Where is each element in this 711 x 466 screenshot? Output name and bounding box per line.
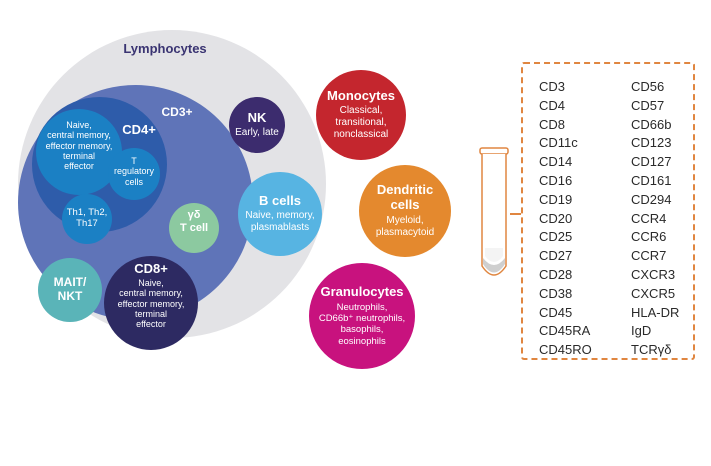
granulocytes-circle: Granulocytes Neutrophils, CD66b⁺ neutrop… xyxy=(309,263,415,369)
marker-item: CD57 xyxy=(631,97,665,113)
treg-circle xyxy=(108,148,160,200)
marker-item: CD294 xyxy=(631,191,672,207)
mait-nkt-label: MAIT/ NKT xyxy=(53,275,87,303)
granulocytes-label: Granulocytes xyxy=(320,283,404,299)
marker-item: CD45 xyxy=(539,304,573,320)
marker-item: CD4 xyxy=(539,97,566,113)
cd4-subsets-text: Naive, central memory, effector memory, … xyxy=(45,120,113,172)
marker-item: CD56 xyxy=(631,79,665,94)
marker-item: CD27 xyxy=(539,248,573,264)
marker-item: TCRγδ xyxy=(631,342,672,358)
mait-nkt-circle xyxy=(38,258,102,322)
marker-item: CD161 xyxy=(631,172,672,188)
marker-item: CCR4 xyxy=(631,210,667,226)
cd4-label: CD4+ xyxy=(122,122,156,137)
marker-item: CD14 xyxy=(539,154,573,170)
marker-item: CD25 xyxy=(539,229,573,245)
marker-item: CD45RA xyxy=(539,323,591,339)
marker-item: CD16 xyxy=(539,172,573,188)
marker-item: CCR7 xyxy=(631,248,667,264)
marker-item: CD123 xyxy=(631,135,672,151)
lymphocytes-title: Lymphocytes xyxy=(123,41,207,56)
marker-item: CXCR3 xyxy=(631,266,676,282)
marker-item: CD38 xyxy=(539,285,573,301)
marker-item: CD127 xyxy=(631,154,672,170)
marker-item: CD11c xyxy=(539,135,578,151)
monocytes-circle: Monocytes Classical, transitional, noncl… xyxy=(316,70,406,160)
cd8-label: CD8+ xyxy=(134,261,168,276)
marker-item: CD45RO xyxy=(539,342,592,358)
marker-item: CD8 xyxy=(539,116,566,132)
dendritic-cells-circle: Dendritic cells Myeloid, plasmacytoid xyxy=(359,165,451,257)
marker-item: CD28 xyxy=(539,266,573,282)
cd8-circle xyxy=(104,256,198,350)
th-circle xyxy=(62,194,112,244)
treg-label: T regulatory cells xyxy=(113,156,155,187)
nk-label: NK xyxy=(247,109,267,125)
b-cells-label: B cells xyxy=(259,192,301,208)
granulocytes-subtitle: Neutrophils, CD66b⁺ neutrophils, basophi… xyxy=(318,301,406,347)
nk-circle: NK Early, late xyxy=(229,97,285,153)
marker-item: CCR6 xyxy=(631,229,667,245)
marker-item: CD19 xyxy=(539,191,573,207)
cd8-subsets-text: Naive, central memory, effector memory, … xyxy=(117,278,185,330)
b-cells-subtitle: Naive, memory, plasmablasts xyxy=(245,210,315,234)
gd-t-cell-label: γδ T cell xyxy=(179,209,209,234)
monocytes-subtitle: Classical, transitional, nonclassical xyxy=(333,105,389,141)
gd-t-cell-circle xyxy=(169,203,219,253)
cd3-label: CD3+ xyxy=(161,105,193,119)
marker-item: CD3 xyxy=(539,79,566,94)
marker-item: HLA-DR xyxy=(631,304,680,320)
monocytes-label: Monocytes xyxy=(327,87,395,103)
dendritic-cells-label: Dendritic cells xyxy=(376,182,434,212)
marker-item: CD66b xyxy=(631,116,672,132)
b-cells-circle: B cells Naive, memory, plasmablasts xyxy=(238,172,322,256)
test-tube-icon xyxy=(479,147,521,276)
cd4-subsets-circle xyxy=(36,109,122,195)
marker-item: CD20 xyxy=(539,210,573,226)
dendritic-cells-subtitle: Myeloid, plasmacytoid xyxy=(375,214,435,238)
marker-item: CXCR5 xyxy=(631,285,676,301)
th-label: Th1, Th2, Th17 xyxy=(66,207,108,229)
marker-item: IgD xyxy=(631,323,652,339)
nk-subtitle: Early, late xyxy=(235,127,279,139)
